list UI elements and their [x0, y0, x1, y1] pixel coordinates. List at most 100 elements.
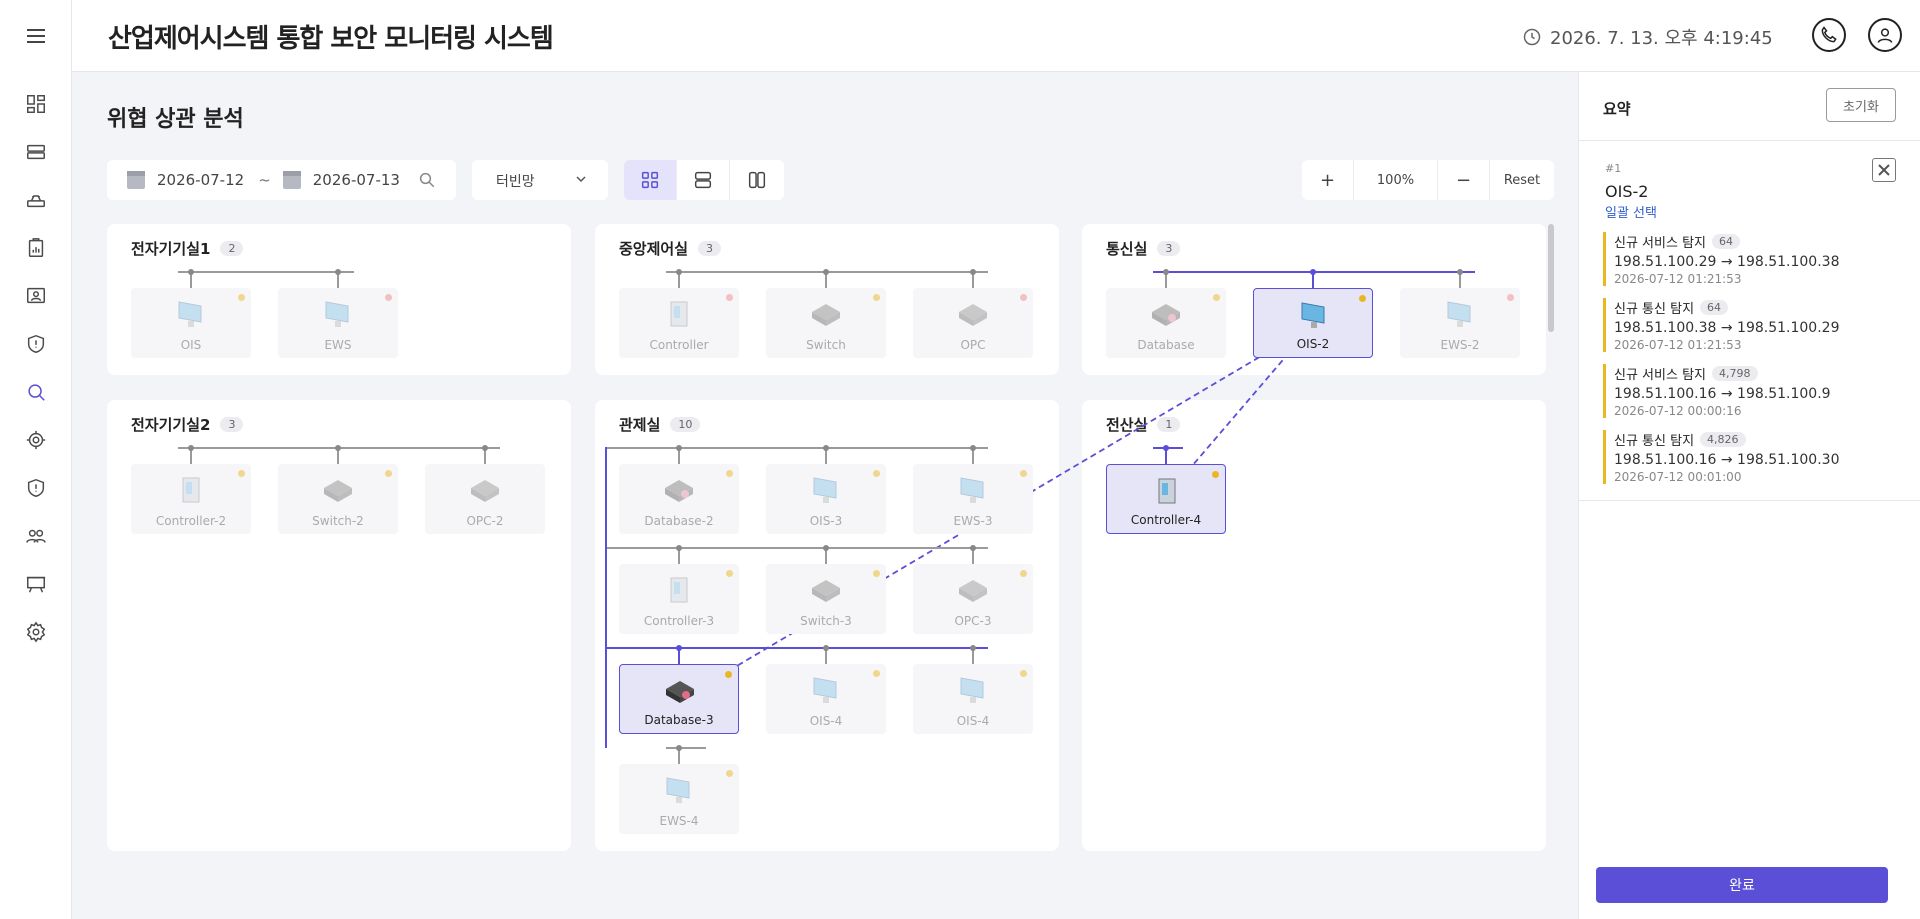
asset-node[interactable]: Controller-3 [619, 564, 739, 634]
reset-button[interactable]: 초기화 [1826, 88, 1896, 122]
status-dot [385, 294, 392, 301]
asset-node[interactable]: Switch [766, 288, 886, 358]
bus-junction [970, 545, 976, 551]
date-to[interactable]: 2026-07-13 [312, 171, 400, 189]
select-all-link[interactable]: 일괄 선택 [1605, 206, 1657, 221]
asset-node[interactable]: Database-3 [619, 664, 739, 734]
asset-node[interactable]: Switch-2 [278, 464, 398, 534]
bus-junction [970, 645, 976, 651]
calendar-icon[interactable] [282, 171, 301, 189]
scrollbar[interactable] [1548, 224, 1554, 332]
status-dot [1020, 470, 1027, 477]
node-link [1165, 271, 1167, 288]
asset-label: OIS-2 [1296, 337, 1330, 351]
rows-view-button[interactable] [677, 160, 730, 200]
bus-junction [1457, 269, 1463, 275]
asset-node[interactable]: OIS-3 [766, 464, 886, 534]
asset-icon [663, 574, 695, 606]
gear-shield-icon[interactable] [24, 428, 48, 452]
asset-node[interactable]: Controller-2 [131, 464, 251, 534]
zone-count: 3 [698, 241, 722, 256]
asset-label: Switch-3 [800, 614, 852, 628]
asset-node[interactable]: EWS-3 [913, 464, 1033, 534]
node-link [972, 647, 974, 664]
search-icon[interactable] [24, 380, 48, 404]
asset-node[interactable]: EWS-2 [1400, 288, 1520, 358]
shield-alert-icon[interactable] [24, 332, 48, 356]
asset-icon [663, 774, 695, 806]
asset-node[interactable]: OIS-4 [913, 664, 1033, 734]
status-dot [726, 294, 733, 301]
status-dot [385, 470, 392, 477]
node-link [825, 271, 827, 288]
asset-node[interactable]: OPC-3 [913, 564, 1033, 634]
asset-node[interactable]: OIS [131, 288, 251, 358]
asset-label: OPC-2 [466, 514, 504, 528]
network-select[interactable]: 터빈망 [472, 160, 608, 200]
event-count-badge: 64 [1712, 234, 1740, 249]
settings-icon[interactable] [24, 620, 48, 644]
node-link [1312, 271, 1314, 288]
bus-junction [676, 445, 682, 451]
zone-name: 전자기기실1 [131, 240, 211, 258]
network-bus [178, 271, 354, 273]
asset-node[interactable]: EWS-4 [619, 764, 739, 834]
router-icon[interactable] [24, 188, 48, 212]
zoom-reset-button[interactable]: Reset [1503, 172, 1541, 188]
user-profile-icon[interactable] [1868, 18, 1902, 52]
shield-warning-icon[interactable] [24, 476, 48, 500]
asset-icon [810, 474, 842, 506]
zoom-in-button[interactable]: + [1302, 160, 1354, 200]
asset-node[interactable]: Database-2 [619, 464, 739, 534]
menu-icon[interactable] [24, 24, 48, 48]
presentation-icon[interactable] [24, 572, 48, 596]
status-dot [873, 670, 880, 677]
report-icon[interactable] [24, 236, 48, 260]
asset-node[interactable]: OPC-2 [425, 464, 545, 534]
done-button[interactable]: 완료 [1596, 867, 1888, 903]
network-bus [666, 747, 706, 749]
close-icon[interactable] [1872, 158, 1896, 182]
status-dot [1507, 294, 1514, 301]
asset-node[interactable]: EWS [278, 288, 398, 358]
asset-node[interactable]: Controller-4 [1106, 464, 1226, 534]
phone-icon[interactable] [1812, 18, 1846, 52]
asset-node[interactable]: OIS-2 [1253, 288, 1373, 358]
grid-view-button[interactable] [624, 160, 677, 200]
asset-node[interactable]: Database [1106, 288, 1226, 358]
top-header: 산업제어시스템 통합 보안 모니터링 시스템 2026. 7. 13. 오후 4… [72, 0, 1920, 72]
zoom-out-button[interactable]: − [1438, 160, 1490, 200]
search-icon[interactable] [418, 171, 436, 189]
asset-icon [664, 675, 696, 707]
asset-icon [663, 298, 695, 330]
users-icon[interactable] [24, 524, 48, 548]
asset-node[interactable]: OIS-4 [766, 664, 886, 734]
asset-node[interactable]: OPC [913, 288, 1033, 358]
asset-node[interactable]: Controller [619, 288, 739, 358]
asset-node[interactable]: Switch-3 [766, 564, 886, 634]
date-from[interactable]: 2026-07-12 [157, 171, 245, 189]
node-link [337, 271, 339, 288]
columns-view-button[interactable] [730, 160, 783, 200]
monitor-user-icon[interactable] [24, 284, 48, 308]
dashboard-icon[interactable] [24, 92, 48, 116]
status-dot [238, 294, 245, 301]
asset-label: Controller-3 [643, 614, 715, 628]
asset-label: OIS-3 [809, 514, 843, 528]
asset-icon [175, 474, 207, 506]
node-link [678, 447, 680, 464]
server-icon[interactable] [24, 140, 48, 164]
status-dot [873, 470, 880, 477]
event-count-badge: 4,826 [1700, 432, 1746, 447]
panel-title: 요약 [1603, 100, 1631, 118]
calendar-icon[interactable] [127, 171, 145, 189]
zone-name: 전자기기실2 [131, 416, 211, 434]
